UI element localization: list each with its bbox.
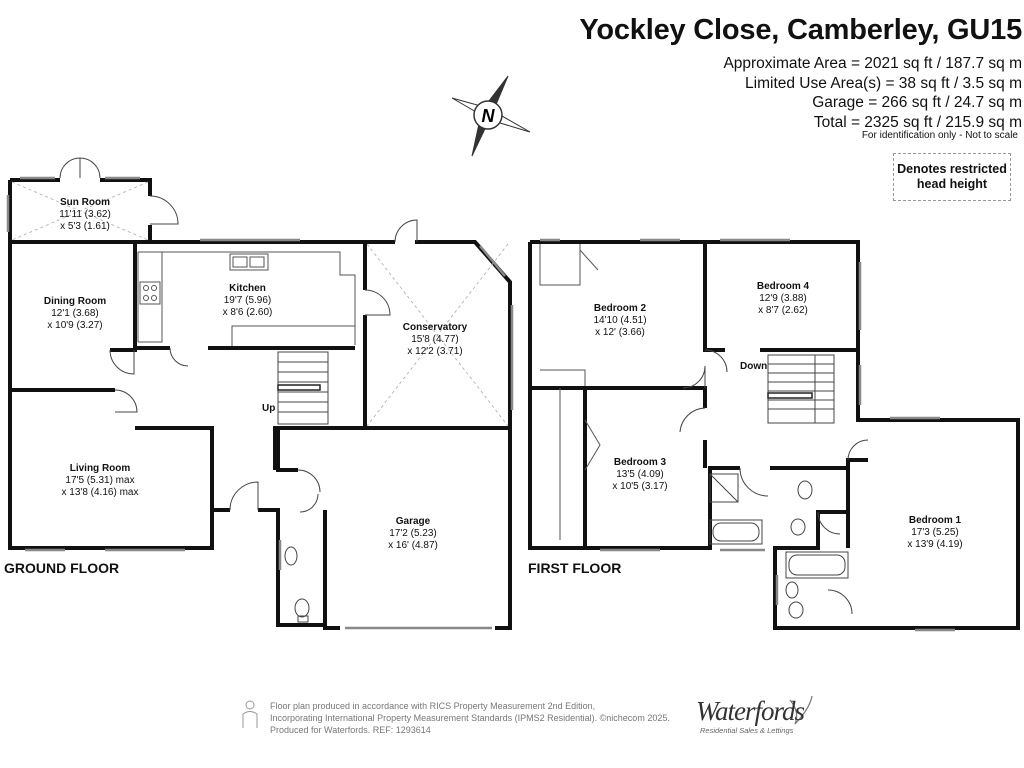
room-conservatory: Conservatory 15'8 (4.77) x 12'2 (3.71) — [380, 322, 490, 358]
room-dim: 11'11 (3.62) — [59, 209, 111, 220]
room-bedroom-4: Bedroom 4 12'9 (3.88) x 8'7 (2.62) — [738, 281, 828, 317]
room-dim: 15'8 (4.77) — [411, 334, 459, 345]
area-summary: Approximate Area = 2021 sq ft / 187.7 sq… — [723, 54, 1022, 132]
room-name: Dining Room — [43, 296, 107, 307]
compass-icon: N — [451, 75, 531, 157]
room-kitchen: Kitchen 19'7 (5.96) x 8'6 (2.60) — [200, 283, 295, 319]
room-garage: Garage 17'2 (5.23) x 16' (4.87) — [368, 516, 458, 552]
room-dim: x 13'8 (4.16) max — [61, 487, 139, 498]
ground-floor-walls — [8, 178, 512, 630]
room-bedroom-2: Bedroom 2 14'10 (4.51) x 12' (3.66) — [575, 303, 665, 339]
ground-wc-fittings — [284, 546, 310, 623]
kitchen-fittings — [137, 251, 356, 346]
wardrobe-fittings — [539, 244, 601, 540]
room-dim: x 16' (4.87) — [388, 540, 438, 551]
ground-doors — [59, 157, 418, 513]
compass-letter: N — [482, 106, 496, 126]
room-dim: 17'5 (5.31) max — [65, 475, 135, 486]
bathroom-fittings — [709, 473, 849, 619]
first-floor-label: FIRST FLOOR — [528, 560, 622, 576]
room-name: Bedroom 4 — [756, 281, 810, 292]
area-limited-use: Limited Use Area(s) = 38 sq ft / 3.5 sq … — [745, 74, 1022, 92]
room-dim: x 8'6 (2.60) — [222, 307, 273, 318]
footer-line-3: Produced for Waterfords. REF: 1293614 — [270, 725, 431, 735]
area-garage: Garage = 266 sq ft / 24.7 sq m — [812, 94, 1022, 111]
restricted-height-legend: Denotes restricted head height — [893, 153, 1011, 201]
brand-logo: Waterfords — [696, 696, 805, 726]
area-total: Total = 2325 sq ft / 215.9 sq m — [813, 113, 1022, 131]
footer-line-1: Floor plan produced in accordance with R… — [270, 701, 596, 711]
first-doors — [679, 349, 869, 615]
room-dim: x 10'5 (3.17) — [612, 481, 668, 492]
stairs-down-label: Down — [740, 361, 768, 372]
room-dim: x 10'9 (3.27) — [47, 320, 103, 331]
restricted-line1: Denotes restricted — [897, 162, 1007, 176]
room-dim: x 12' (3.66) — [595, 327, 645, 338]
room-dining-room: Dining Room 12'1 (3.68) x 10'9 (3.27) — [25, 296, 125, 332]
room-name: Conservatory — [402, 322, 468, 333]
room-name: Bedroom 2 — [593, 303, 647, 314]
ground-floor-label: GROUND FLOOR — [4, 560, 120, 576]
brand-tagline: Residential Sales & Lettings — [700, 726, 794, 735]
restricted-height-marks — [11, 181, 509, 427]
footer-disclaimer: Floor plan produced in accordance with R… — [270, 700, 670, 736]
property-title: Yockley Close, Camberley, GU15 — [579, 14, 1022, 46]
room-sun-room: Sun Room 11'11 (3.62) x 5'3 (1.61) — [40, 197, 130, 233]
stairs-up-label: Up — [262, 403, 276, 414]
footer-line-2: Incorporating International Property Mea… — [270, 713, 670, 723]
room-name: Living Room — [69, 463, 131, 474]
room-dim: 14'10 (4.51) — [593, 315, 647, 326]
room-dim: 13'5 (4.09) — [616, 469, 664, 480]
room-dim: 12'1 (3.68) — [51, 308, 99, 319]
room-dim: x 8'7 (2.62) — [758, 305, 808, 316]
first-floor-windows — [540, 238, 955, 632]
room-name: Sun Room — [60, 197, 110, 208]
room-name: Kitchen — [229, 283, 266, 294]
room-name: Bedroom 1 — [908, 515, 962, 526]
ground-floor-windows — [6, 176, 514, 630]
room-dim: 17'3 (5.25) — [911, 527, 959, 538]
room-dim: 19'7 (5.96) — [223, 295, 272, 306]
room-bedroom-3: Bedroom 3 13'5 (4.09) x 10'5 (3.17) — [595, 457, 685, 493]
room-dim: x 13'9 (4.19) — [907, 539, 963, 550]
first-stairs — [767, 354, 835, 424]
room-name: Garage — [395, 516, 431, 527]
room-dim: x 5'3 (1.61) — [60, 221, 110, 232]
room-name: Bedroom 3 — [613, 457, 667, 468]
first-floor-walls — [528, 240, 1020, 630]
room-bedroom-1: Bedroom 1 17'3 (5.25) x 13'9 (4.19) — [890, 515, 980, 551]
ground-stairs — [277, 351, 329, 425]
room-living-room: Living Room 17'5 (5.31) max x 13'8 (4.16… — [40, 463, 160, 499]
room-dim: 12'9 (3.88) — [759, 293, 807, 304]
room-dim: 17'2 (5.23) — [389, 528, 437, 539]
restricted-line2: head height — [916, 177, 988, 191]
identification-note: For identification only - Not to scale — [861, 130, 1018, 141]
room-dim: x 12'2 (3.71) — [407, 346, 463, 357]
area-approximate: Approximate Area = 2021 sq ft / 187.7 sq… — [723, 55, 1022, 72]
